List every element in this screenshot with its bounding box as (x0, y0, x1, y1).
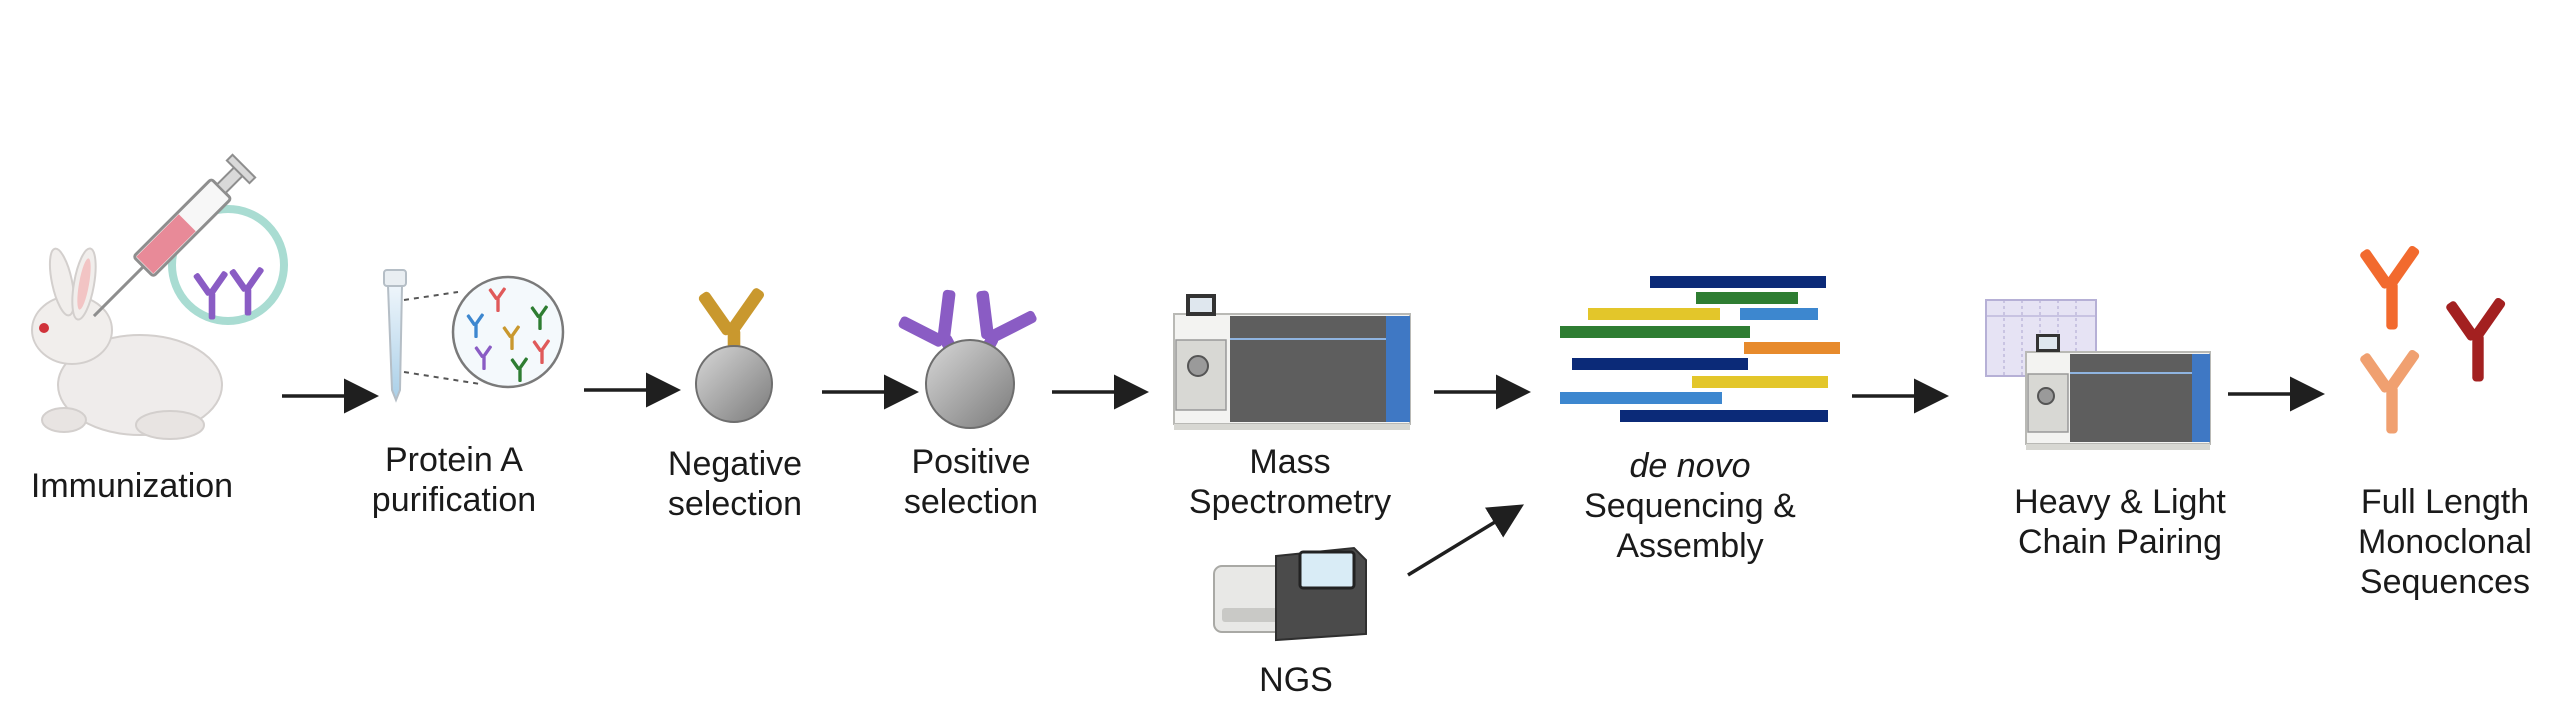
label-line: Assembly (1616, 527, 1764, 565)
label-line: de novo (1629, 447, 1751, 485)
column-icon (383, 269, 565, 403)
mass-spectrometer-icon (1173, 294, 1411, 430)
ngs-sequencer-icon (1213, 546, 1367, 642)
label-line: purification (371, 481, 537, 519)
syringe-icon (92, 153, 288, 325)
pairing-instrument-icon (1985, 299, 2211, 450)
sequence-reads-icon (1560, 276, 1840, 422)
arrow-ngs (1407, 504, 1524, 577)
label-line: NGS (1259, 661, 1333, 699)
label-ngs: NGS (1236, 660, 1356, 700)
label-line: Positive (911, 443, 1031, 481)
label-line: Heavy & Light (2014, 483, 2226, 521)
label-line: Chain Pairing (2017, 523, 2223, 561)
label-positive-selection: Positive selection (876, 442, 1066, 522)
label-line: Spectrometry (1188, 483, 1392, 521)
label-protein-a: Protein A purification (344, 440, 564, 520)
label-final: Full Length Monoclonal Sequences (2330, 482, 2560, 602)
label-line: selection (903, 483, 1039, 521)
negative-bead-icon (695, 286, 773, 423)
label-line: Sequences (2359, 563, 2531, 601)
label-negative-selection: Negative selection (640, 444, 830, 524)
label-line: Full Length (2360, 483, 2530, 521)
rabbit-icon (31, 247, 223, 440)
label-line: selection (667, 485, 803, 523)
monoclonal-antibodies-icon (2358, 244, 2507, 434)
label-immunization: Immunization (0, 466, 264, 506)
label-de-novo: de novo Sequencing & Assembly (1560, 446, 1820, 566)
label-line: Monoclonal (2358, 523, 2532, 561)
label-line: Immunization (30, 467, 234, 505)
flow-arrows (282, 372, 2325, 577)
label-line: Negative (667, 445, 803, 483)
positive-bead-icon (892, 282, 1042, 429)
label-pairing: Heavy & Light Chain Pairing (1990, 482, 2250, 562)
label-line: Sequencing & (1584, 487, 1796, 525)
label-line: Mass (1249, 443, 1331, 481)
label-line: Protein A (385, 441, 523, 479)
label-mass-spectrometry: Mass Spectrometry (1170, 442, 1410, 522)
